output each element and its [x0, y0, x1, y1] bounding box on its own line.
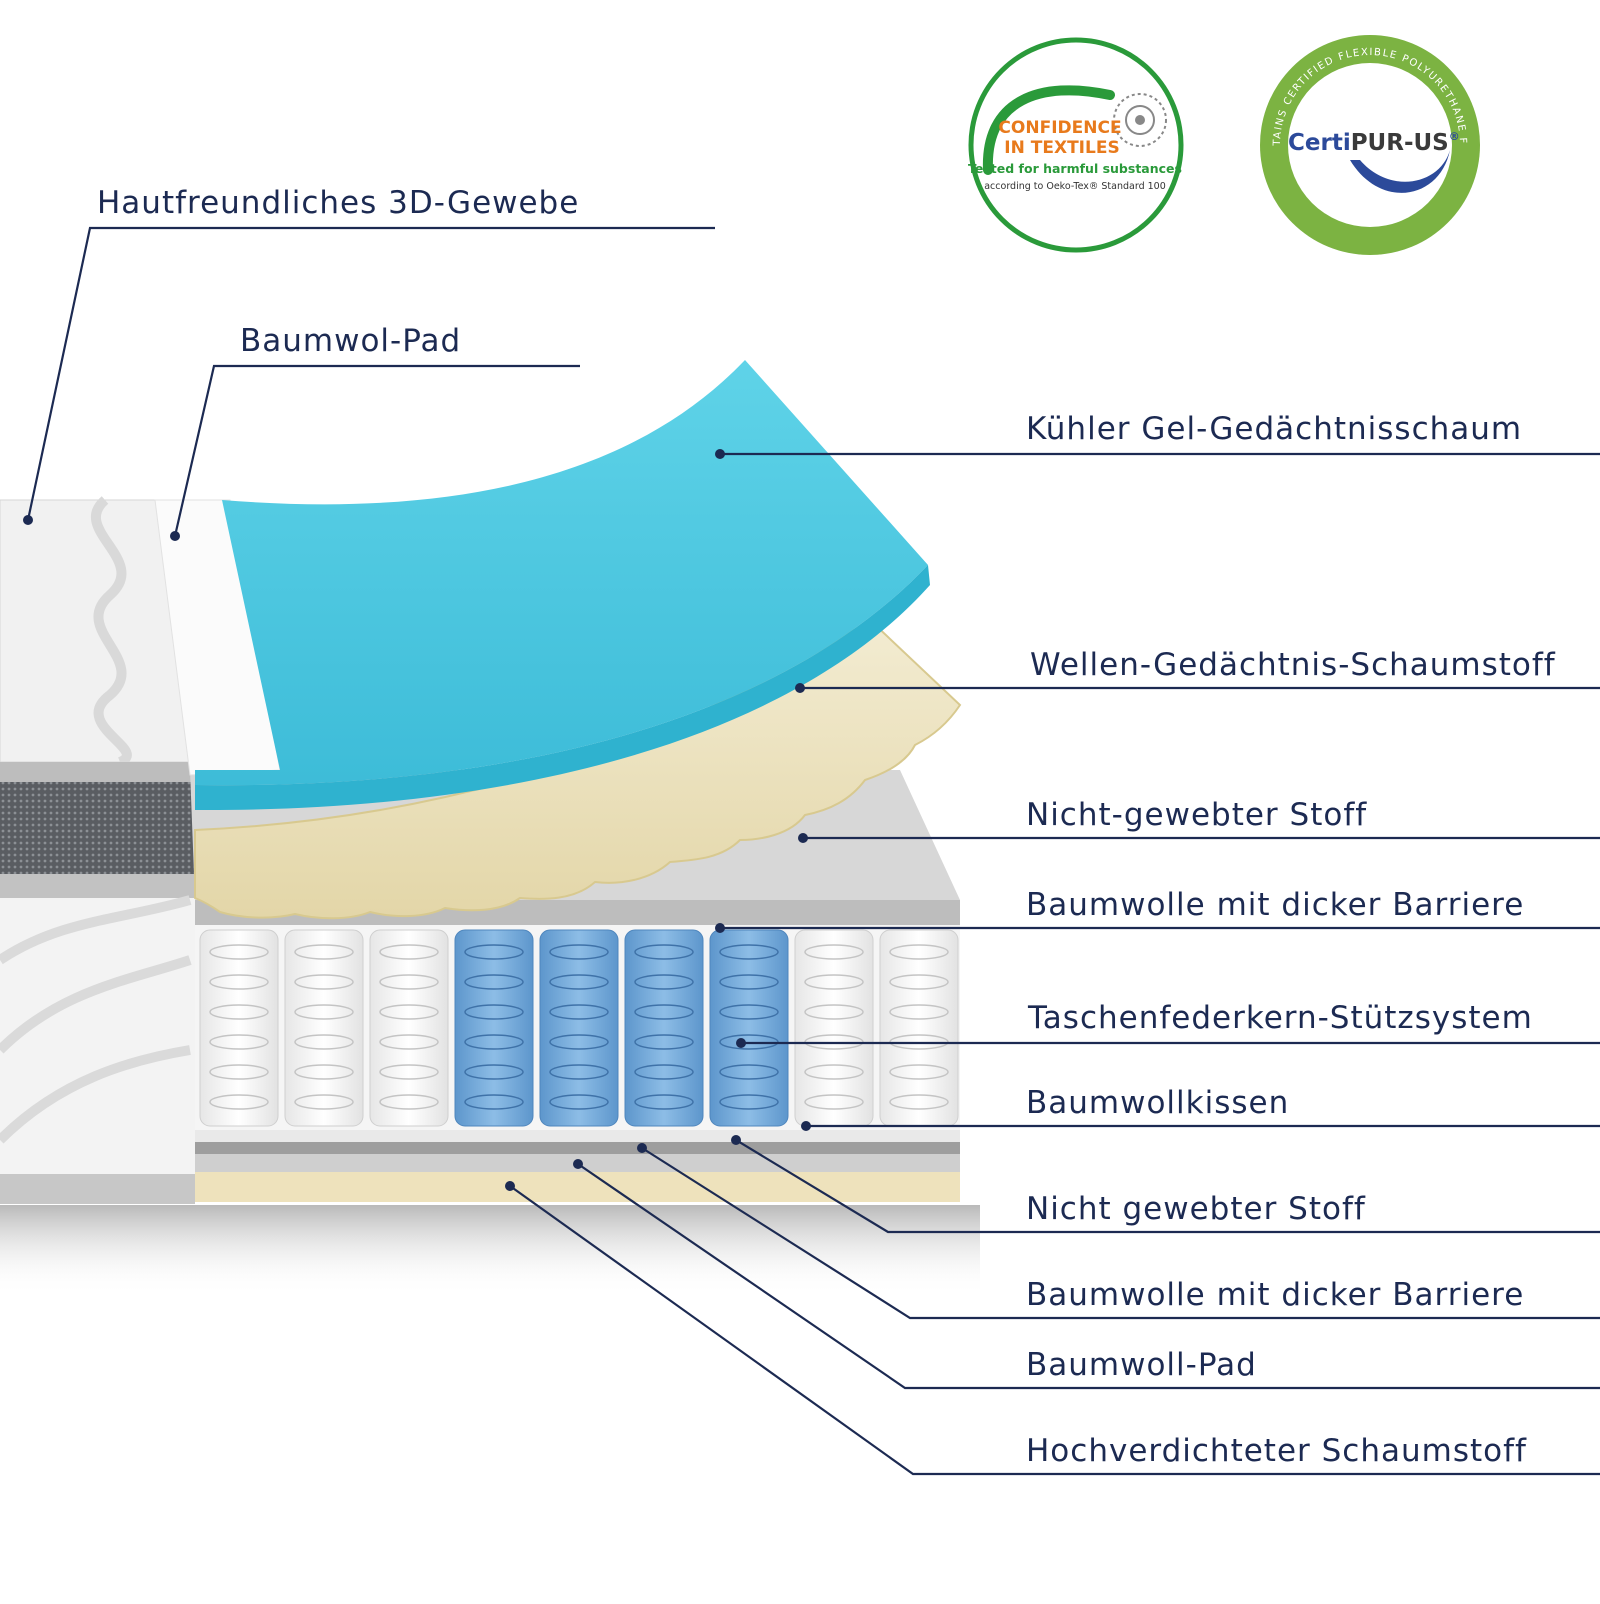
spring-coil: [549, 1034, 609, 1050]
spring-coil: [379, 1034, 439, 1050]
spring-coil: [549, 944, 609, 960]
spring-coil: [379, 974, 439, 990]
spring-coil: [209, 1034, 269, 1050]
oeko-tex-badge: CONFIDENCE IN TEXTILES Tested for harmfu…: [968, 37, 1184, 253]
leader-dots: [23, 449, 811, 1191]
spring-coil: [889, 974, 949, 990]
spring-coil: [549, 1094, 609, 1110]
spring-coil: [294, 974, 354, 990]
svg-text:CertiPUR-US®: CertiPUR-US®: [1288, 130, 1460, 156]
spring-coil: [634, 974, 694, 990]
spring-coil: [379, 1094, 439, 1110]
label-kuehler-gel-gedaechtnisschaum: Kühler Gel-Gedächtnisschaum: [1026, 411, 1523, 447]
spring-coil: [294, 1004, 354, 1020]
spring-coil: [719, 974, 779, 990]
certipur-name-a: Certi: [1288, 130, 1351, 156]
flower-seal-icon: [1113, 93, 1167, 147]
certipur-name-b: PUR-US: [1351, 130, 1449, 156]
certipur-ring-top: CONTAINS CERTIFIED FLEXIBLE POLYURETHANE…: [0, 0, 1467, 147]
spring-coil: [889, 944, 949, 960]
spring-coil: [464, 1064, 524, 1080]
label-baumwollkissen: Baumwollkissen: [1026, 1085, 1290, 1121]
certipur-swoosh-icon: [1350, 150, 1450, 193]
certipur-registered: ®: [1449, 130, 1460, 143]
spring-coil: [719, 1064, 779, 1080]
svg-text:CONTAINS CERTIFIED FLEXIBLE PO: CONTAINS CERTIFIED FLEXIBLE POLYURETHANE…: [0, 0, 1468, 147]
label-hautfreundliches-3d-gewebe: Hautfreundliches 3D-Gewebe: [97, 185, 580, 221]
label-nicht-gewebter-stoff-2: Nicht gewebter Stoff: [1026, 1191, 1366, 1227]
spring-coil: [549, 1004, 609, 1020]
spring-coil: [634, 1094, 694, 1110]
spring-coil: [719, 944, 779, 960]
pocket-springs: [199, 929, 959, 1127]
spring-coil: [464, 1004, 524, 1020]
spring-coil: [634, 1004, 694, 1020]
spring-coil: [379, 944, 439, 960]
spring-coil: [804, 974, 864, 990]
label-baumwol-pad: Baumwol-Pad: [240, 323, 462, 359]
mattress-side-cover: [0, 496, 196, 1204]
spring-coil: [889, 1094, 949, 1110]
spring-coil: [634, 944, 694, 960]
spring-coil: [294, 1094, 354, 1110]
spring-coil: [209, 974, 269, 990]
spring-coil: [889, 1064, 949, 1080]
spring-coil: [549, 974, 609, 990]
spring-coil: [294, 1064, 354, 1080]
label-nicht-gewebter-stoff-1: Nicht-gewebter Stoff: [1026, 797, 1368, 833]
spring-coil: [209, 1004, 269, 1020]
spring-coil: [209, 944, 269, 960]
spring-coil: [804, 1004, 864, 1020]
mattress-shadow: [0, 1205, 980, 1295]
spring-coil: [634, 1064, 694, 1080]
oeko-line2: IN TEXTILES: [1004, 138, 1119, 158]
gel-foam-edge: [195, 565, 930, 811]
oeko-line1: CONFIDENCE: [998, 118, 1121, 138]
label-hochverdichteter-schaumstoff: Hochverdichteter Schaumstoff: [1026, 1433, 1527, 1469]
spring-coil: [889, 1004, 949, 1020]
spring-coil: [464, 974, 524, 990]
spring-coil: [209, 1064, 269, 1080]
label-taschenfederkern-stuetzsystem: Taschenfederkern-Stützsystem: [1028, 1000, 1533, 1036]
spring-coil: [719, 1094, 779, 1110]
label-wellen-gedaechtnis-schaumstoff: Wellen-Gedächtnis-Schaumstoff: [1030, 647, 1556, 683]
gel-memory-foam-shape: [195, 360, 928, 786]
spring-coil: [294, 1034, 354, 1050]
spring-coil: [464, 944, 524, 960]
spring-coil: [464, 1094, 524, 1110]
spring-coil: [209, 1094, 269, 1110]
spring-coil: [549, 1064, 609, 1080]
oeko-line3: Tested for harmful substances: [968, 161, 1182, 176]
spring-coil: [804, 944, 864, 960]
spring-coil: [634, 1034, 694, 1050]
label-baumwolle-dicke-barriere-2: Baumwolle mit dicker Barriere: [1026, 1277, 1525, 1313]
leader-lines: [26, 226, 1600, 1476]
spring-coil: [379, 1064, 439, 1080]
label-baumwolle-dicke-barriere-1: Baumwolle mit dicker Barriere: [1026, 887, 1525, 923]
spring-coil: [379, 1004, 439, 1020]
spring-coil: [464, 1034, 524, 1050]
oeko-line4: according to Oeko-Tex® Standard 100: [984, 181, 1166, 192]
label-baumwoll-pad: Baumwoll-Pad: [1026, 1347, 1257, 1383]
spring-coil: [804, 1064, 864, 1080]
spring-coil: [719, 1004, 779, 1020]
spring-coil: [804, 1094, 864, 1110]
spring-coil: [294, 944, 354, 960]
